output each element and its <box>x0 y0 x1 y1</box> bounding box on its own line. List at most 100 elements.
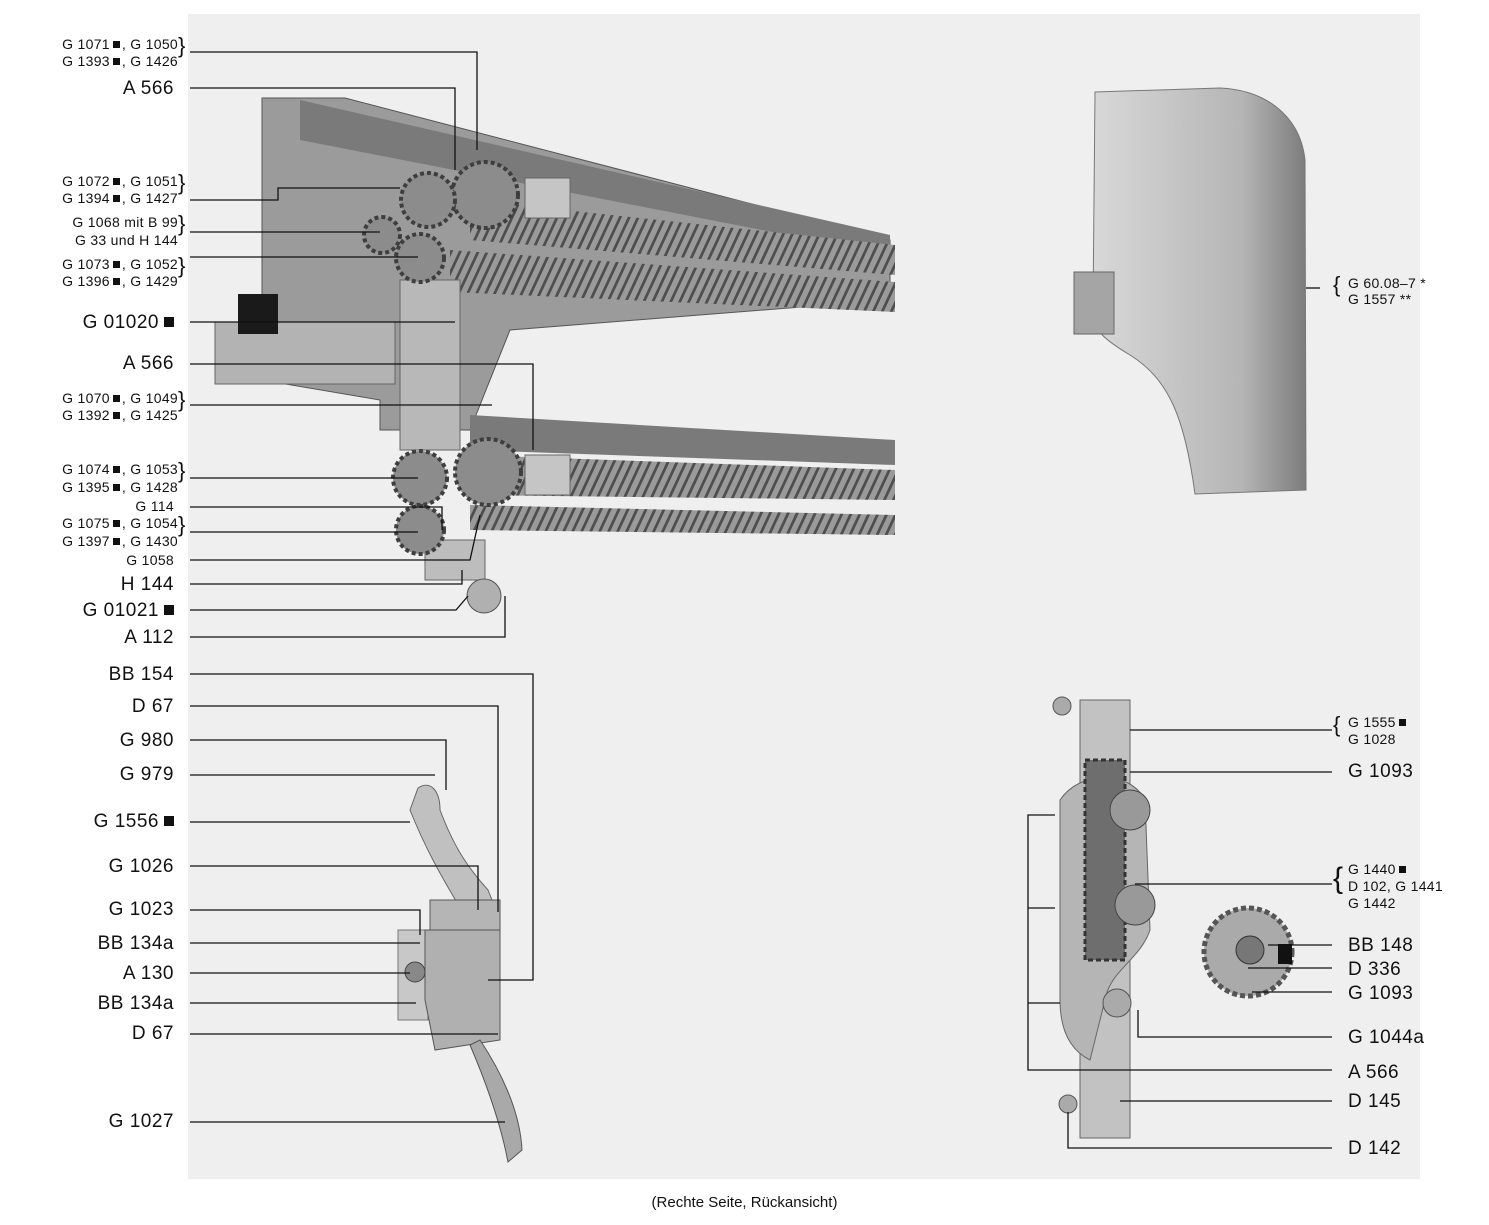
gear-upper-3 <box>362 215 402 255</box>
cover-part <box>1073 87 1307 495</box>
marker-square-icon <box>1398 719 1406 726</box>
label-bb154: BB 154 <box>108 664 174 685</box>
label-g1073: G 1073, G 1052 <box>62 256 178 272</box>
upper-shaft-2 <box>450 250 895 312</box>
lower-rail <box>470 415 895 465</box>
label-g1070: G 1070, G 1049 <box>62 390 178 406</box>
right-rack <box>1083 758 1127 962</box>
separate-gear-clip <box>1278 944 1292 964</box>
label-a566-right: A 566 <box>1348 1062 1400 1083</box>
label-g6008: G 60.08–7 * <box>1348 275 1427 291</box>
marker-square-icon <box>112 195 120 202</box>
label-bb134a-bottom: BB 134a <box>97 993 174 1014</box>
brace-icon: } <box>178 387 186 412</box>
pin-g01021 <box>466 578 502 614</box>
right-screw-top <box>1052 696 1072 716</box>
label-g1026: G 1026 <box>108 856 174 877</box>
right-wheel-lower <box>1114 884 1156 926</box>
upper-shaft-1 <box>470 200 895 275</box>
brace-icon: } <box>178 33 186 58</box>
lever-assembly <box>397 784 523 1163</box>
label-g1058: G 1058 <box>126 552 174 568</box>
label-g1023: G 1023 <box>108 899 174 920</box>
label-d67-top: D 67 <box>131 696 174 717</box>
label-g1068: G 1068 mit B 99 <box>72 214 178 230</box>
label-h144: H 144 <box>120 574 174 595</box>
marker-square-icon <box>112 395 120 402</box>
lower-shaft-1 <box>470 455 895 500</box>
brace-icon: } <box>178 253 186 278</box>
gear-bracket-upper <box>524 177 571 219</box>
cover-body <box>1092 87 1307 495</box>
label-g1393: G 1393, G 1426 <box>62 53 178 69</box>
label-g1394: G 1394, G 1427 <box>62 190 178 206</box>
label-g1044a: G 1044a <box>1348 1027 1425 1048</box>
marker-square-icon <box>164 816 174 826</box>
label-g1074: G 1074, G 1053 <box>62 461 178 477</box>
right-screw-bottom <box>1058 1094 1078 1114</box>
label-g1397: G 1397, G 1430 <box>62 533 178 549</box>
label-d102: D 102, G 1441 <box>1348 878 1443 894</box>
label-g1072: G 1072, G 1051 <box>62 173 178 189</box>
brace-icon: { <box>1333 712 1341 737</box>
label-g1395: G 1395, G 1428 <box>62 479 178 495</box>
leader-lines <box>190 51 1332 1149</box>
frame-dark-block <box>238 294 278 334</box>
label-g1556: G 1556 <box>0 812 174 831</box>
marker-square-icon <box>1398 866 1406 873</box>
gear-upper-2 <box>399 171 457 229</box>
marker-square-icon <box>164 317 174 327</box>
label-d145: D 145 <box>1348 1091 1402 1112</box>
marker-square-icon <box>112 278 120 285</box>
gear-lower-3 <box>394 504 446 556</box>
marker-square-icon <box>164 605 174 615</box>
gear-bracket-lower <box>524 454 571 496</box>
lever-pivot <box>404 961 426 983</box>
lever-handle <box>469 1039 523 1163</box>
connecting-bar <box>399 279 461 451</box>
marker-square-icon <box>112 466 120 473</box>
marker-square-icon <box>112 178 120 185</box>
label-g1442: G 1442 <box>1348 895 1396 911</box>
upper-rail <box>300 100 890 255</box>
gear-upper-1 <box>450 160 520 230</box>
label-g1075: G 1075, G 1054 <box>62 515 178 531</box>
cover-tab <box>1073 271 1115 335</box>
label-a112: A 112 <box>124 627 174 648</box>
label-a130: A 130 <box>122 963 174 984</box>
label-g1093-top: G 1093 <box>1348 761 1414 782</box>
label-g980: G 980 <box>119 730 174 751</box>
separate-gear-hub <box>1235 935 1265 965</box>
upper-gear-assembly <box>214 97 895 614</box>
label-a566-mid: A 566 <box>122 353 174 374</box>
brace-icon: } <box>178 170 186 195</box>
right-wheel-upper <box>1109 789 1151 831</box>
marker-square-icon <box>112 58 120 65</box>
label-g01021: G 01021 <box>0 601 174 620</box>
label-g01020: G 01020 <box>0 313 174 332</box>
label-bb148: BB 148 <box>1348 935 1414 956</box>
label-g1557: G 1557 ** <box>1348 291 1412 307</box>
label-g1396: G 1396, G 1429 <box>62 273 178 289</box>
marker-square-icon <box>112 484 120 491</box>
brace-icon: } <box>178 512 186 537</box>
brace-icon: { <box>1333 862 1344 895</box>
figure-caption: (Rechte Seite, Rückansicht) <box>651 1194 838 1211</box>
label-g1392: G 1392, G 1425 <box>62 407 178 423</box>
label-a566-top: A 566 <box>122 78 174 99</box>
brace-icon: } <box>178 458 186 483</box>
label-d142: D 142 <box>1348 1138 1402 1159</box>
marker-square-icon <box>112 412 120 419</box>
marker-square-icon <box>112 41 120 48</box>
right-pin <box>1102 988 1132 1018</box>
label-g1028: G 1028 <box>1348 731 1396 747</box>
label-g1440: G 1440 <box>1348 862 1408 876</box>
marker-square-icon <box>112 538 120 545</box>
lever-yoke <box>424 929 501 1051</box>
label-bb134a-top: BB 134a <box>97 933 174 954</box>
marker-square-icon <box>112 261 120 268</box>
gear-lower-1 <box>453 437 523 507</box>
label-d336: D 336 <box>1348 959 1402 980</box>
label-g1555: G 1555 <box>1348 715 1408 729</box>
